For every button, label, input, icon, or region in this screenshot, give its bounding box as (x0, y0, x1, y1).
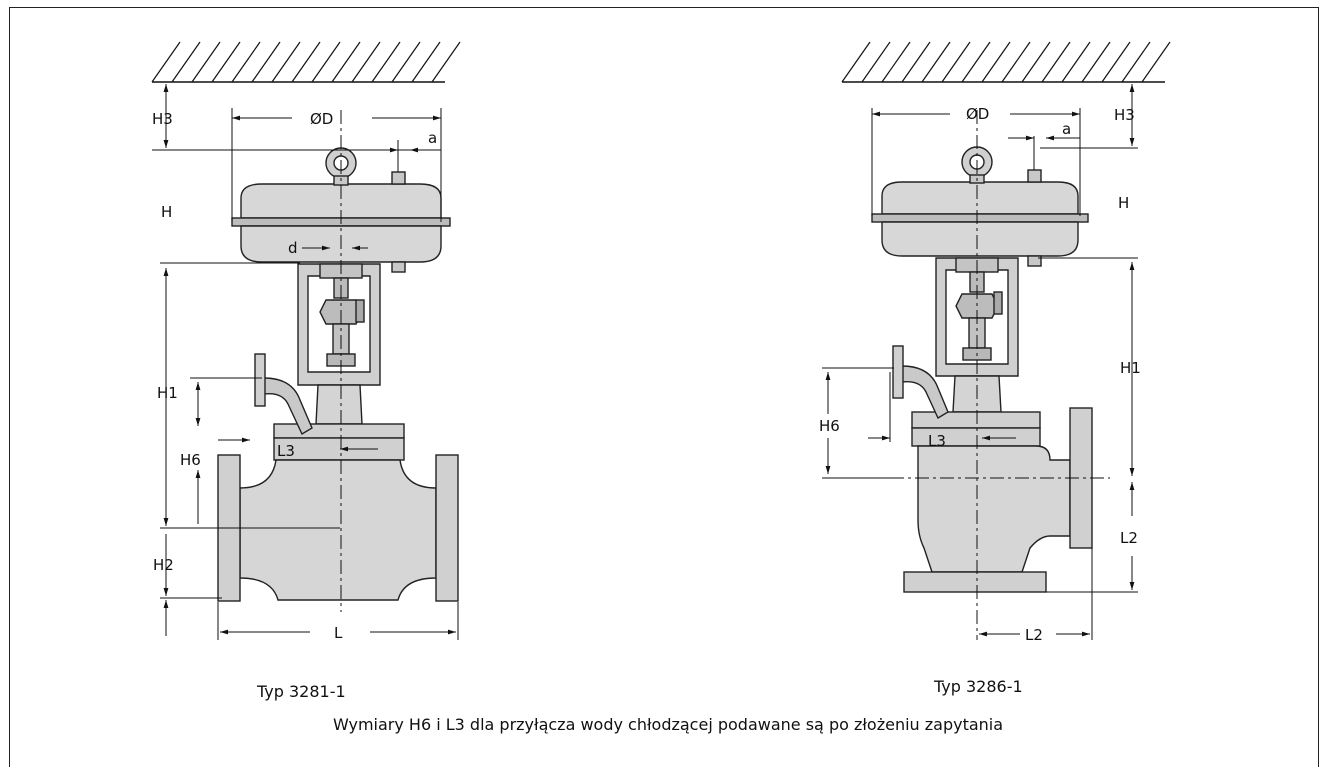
label-a-left: a (428, 129, 437, 147)
label-l2-side-right: L2 (1120, 529, 1138, 547)
valve-3286-1: ØD a H3 H H1 H6 L3 L2 L2 (819, 41, 1171, 644)
label-a-right: a (1062, 120, 1071, 138)
label-od-left: ØD (310, 110, 333, 128)
ceiling-hatch-right (841, 41, 1171, 83)
yoke-right (935, 257, 1019, 377)
label-h3-right: H3 (1114, 106, 1135, 124)
label-h3-left: H3 (152, 110, 173, 128)
valve-3281-1: H3 ØD a H d H1 H6 L3 H2 L (151, 41, 461, 642)
caption-type-3281-1: Typ 3281-1 (256, 682, 346, 701)
label-l-left: L (334, 624, 343, 642)
label-h1-right: H1 (1120, 359, 1141, 377)
ceiling-hatch-left (151, 41, 461, 83)
label-h2-left: H2 (153, 556, 174, 574)
label-h-left: H (161, 203, 172, 221)
caption-note: Wymiary H6 i L3 dla przyłącza wody chłod… (333, 715, 1003, 734)
yoke-left (297, 263, 381, 386)
drawing-frame (9, 7, 1319, 767)
dimension-lines-right (822, 84, 1138, 640)
label-h1-left: H1 (157, 384, 178, 402)
actuator-right (871, 146, 1089, 267)
body-left (217, 353, 459, 602)
dimension-lines-left (152, 84, 459, 640)
label-l3-right: L3 (928, 432, 946, 450)
label-od-right: ØD (966, 105, 989, 123)
label-l3-left: L3 (277, 442, 295, 460)
label-h-right: H (1118, 194, 1129, 212)
body-right (892, 345, 1093, 593)
caption-type-3286-1: Typ 3286-1 (933, 677, 1023, 696)
label-h6-right: H6 (819, 417, 840, 435)
label-d-left: d (288, 239, 298, 257)
label-h6-left: H6 (180, 451, 201, 469)
label-l2-bottom-right: L2 (1025, 626, 1043, 644)
